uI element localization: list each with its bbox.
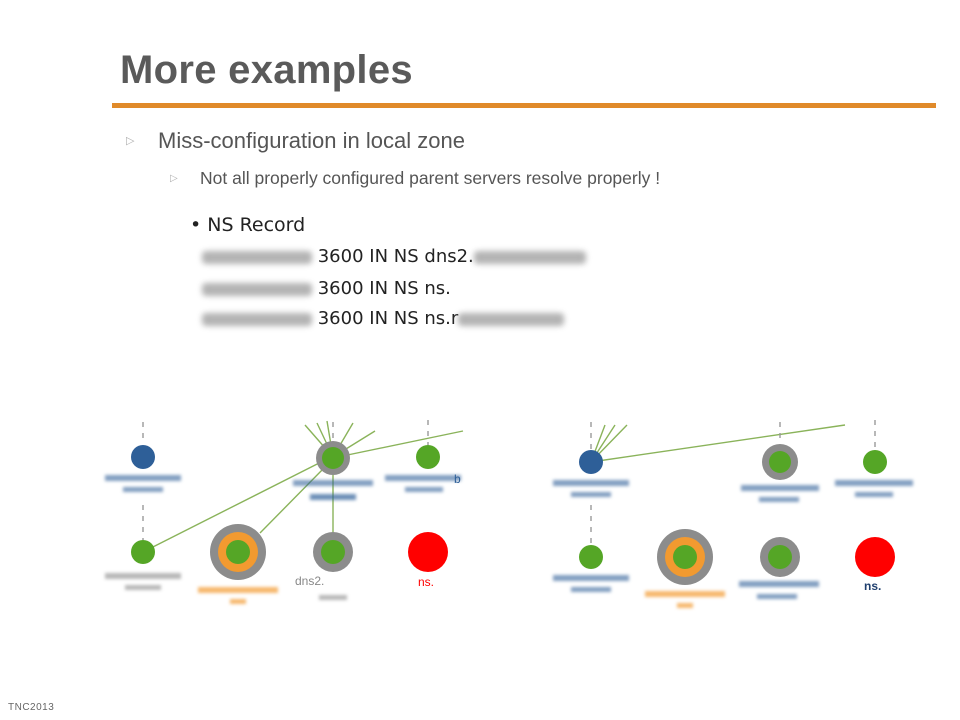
redacted-label <box>677 603 693 608</box>
graph-node-green[interactable] <box>673 545 697 569</box>
ns-record-target: ns. <box>424 278 451 299</box>
redacted-label <box>759 497 799 502</box>
graph-node-blue[interactable] <box>131 445 155 469</box>
ns-record-screenshot: • NS Record 3600 IN NS dns2. 3600 IN NS … <box>190 208 610 338</box>
graph-node-green[interactable] <box>768 545 792 569</box>
graph-dashes <box>590 420 876 545</box>
graph-node-green[interactable] <box>769 451 791 473</box>
redacted-label <box>319 595 347 600</box>
ns-record-line: 3600 IN NS ns.r <box>202 308 565 329</box>
redacted-label <box>125 585 161 590</box>
graph-edge <box>142 454 336 553</box>
redacted-label <box>835 480 913 486</box>
redacted-node-labels <box>553 480 913 608</box>
redacted-label <box>293 480 373 486</box>
redacted-label <box>645 591 725 597</box>
redacted-label <box>553 575 629 581</box>
graph-edge <box>332 430 464 459</box>
graph-node-blue[interactable] <box>579 450 603 474</box>
ns-record-ttl: 3600 IN NS <box>317 308 419 329</box>
graph-edge <box>259 466 326 534</box>
graph-node-red[interactable] <box>855 537 895 577</box>
node-label-ns: ns. <box>864 579 881 593</box>
redacted-label <box>405 487 443 492</box>
redacted-label <box>105 573 181 579</box>
ns-record-target: ns.r <box>424 308 459 329</box>
bullet-arrow-icon: ▷ <box>126 135 135 147</box>
redacted-domain <box>473 250 586 264</box>
redacted-label <box>230 599 246 604</box>
dependency-graph-right: ns. <box>553 420 913 608</box>
graph-edges <box>142 420 464 553</box>
redacted-label <box>741 485 819 491</box>
slide-title: More examples <box>120 48 413 92</box>
title-underline <box>112 103 936 108</box>
footer-label: TNC2013 <box>8 702 55 713</box>
redacted-label <box>553 480 629 486</box>
ns-record-ttl: 3600 IN NS <box>317 278 419 299</box>
redacted-node-labels <box>105 475 461 604</box>
graph-node-green[interactable] <box>322 447 344 469</box>
partial-label: b <box>454 472 461 486</box>
graph-dashes <box>142 420 429 540</box>
node-label-ns: ns. <box>418 575 434 589</box>
graph-node-green[interactable] <box>321 540 345 564</box>
redacted-label <box>198 587 278 593</box>
dependency-graph-left: b dns2. ns. <box>105 420 464 604</box>
bullet-arrow-icon: ▷ <box>170 172 178 184</box>
redacted-label <box>310 494 356 500</box>
ns-record-title: NS Record <box>207 214 306 236</box>
ns-record-target: dns2. <box>424 246 474 267</box>
bullet-text: Miss-configuration in local zone <box>158 128 465 153</box>
redacted-label <box>123 487 163 492</box>
redacted-label <box>571 492 611 497</box>
ns-record-ttl: 3600 IN NS <box>317 246 419 267</box>
graph-node-red[interactable] <box>408 532 448 572</box>
graph-node-green[interactable] <box>131 540 155 564</box>
graph-edge <box>590 424 846 463</box>
redacted-domain <box>202 312 312 326</box>
node-label-dns2: dns2. <box>295 574 324 588</box>
redacted-domain <box>458 312 565 326</box>
bullet-level1: ▷ Miss-configuration in local zone <box>126 128 465 154</box>
graph-node-green[interactable] <box>579 545 603 569</box>
redacted-domain <box>202 250 312 264</box>
bullet-text: Not all properly configured parent serve… <box>200 168 661 188</box>
ns-record-heading: • NS Record <box>190 214 306 236</box>
redacted-label <box>739 581 819 587</box>
ns-record-line: 3600 IN NS dns2. <box>202 246 586 267</box>
bullet-level2: ▷ Not all properly configured parent ser… <box>170 168 660 189</box>
ns-record-line: 3600 IN NS ns. <box>202 278 451 299</box>
graph-node-green[interactable] <box>416 445 440 469</box>
redacted-label <box>855 492 893 497</box>
redacted-label <box>571 587 611 592</box>
redacted-label <box>385 475 461 481</box>
graph-edges <box>590 424 846 463</box>
redacted-domain <box>202 282 312 296</box>
redacted-label <box>757 594 797 599</box>
redacted-label <box>105 475 181 481</box>
graph-node-green[interactable] <box>863 450 887 474</box>
graph-node-green[interactable] <box>226 540 250 564</box>
